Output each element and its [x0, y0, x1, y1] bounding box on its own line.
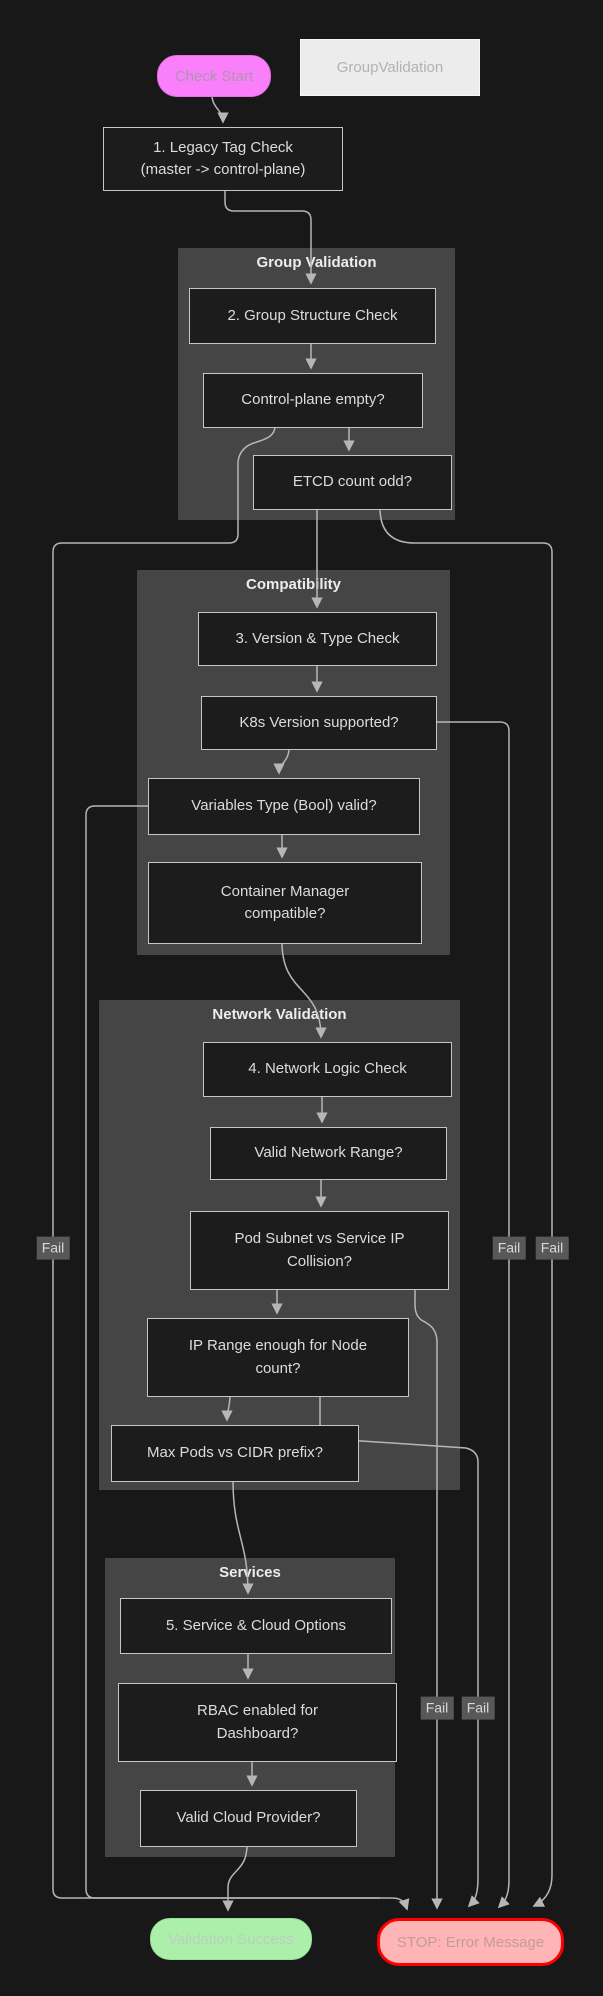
- node-label: 1. Legacy Tag Check: [153, 138, 293, 156]
- success-label: Validation Success: [168, 1930, 294, 1948]
- node-label: IP Range enough for Node: [188, 1337, 368, 1354]
- node-label: K8s Version supported?: [239, 713, 399, 731]
- flow-node-network-logic-check: 4. Network Logic Check: [203, 1042, 452, 1097]
- flow-node-variables-type-valid: Variables Type (Bool) valid?: [148, 778, 420, 835]
- start-label: Check Start: [174, 67, 254, 85]
- stop-pill: STOP: Error Message: [377, 1918, 564, 1966]
- node-label: ETCD count odd?: [292, 473, 413, 491]
- flow-node-valid-cloud-provider: Valid Cloud Provider?: [140, 1790, 357, 1847]
- flow-node-etcd-count-odd: ETCD count odd?: [253, 455, 452, 510]
- flow-node-version-type-check: 3. Version & Type Check: [198, 612, 437, 666]
- legend-node: GroupValidation: [300, 39, 480, 96]
- start-pill: Check Start: [157, 55, 271, 97]
- node-label: Valid Network Range?: [254, 1144, 403, 1162]
- stop-label: STOP: Error Message: [396, 1933, 545, 1951]
- node-label: compatible?: [244, 905, 326, 922]
- edge-label-fail-podsubnet: Fail: [420, 1696, 454, 1720]
- flow-node-ip-range-enough: IP Range enough for Node count?: [147, 1318, 409, 1397]
- flow-node-legacy-tag-check: 1. Legacy Tag Check (master -> control-p…: [103, 127, 343, 191]
- legend-label: GroupValidation: [336, 59, 444, 76]
- node-label: Valid Cloud Provider?: [176, 1809, 321, 1827]
- flow-node-pod-subnet-collision: Pod Subnet vs Service IP Collision?: [190, 1211, 449, 1290]
- node-label: count?: [255, 1359, 301, 1377]
- node-label: Pod Subnet vs Service IP: [234, 1230, 405, 1247]
- edge-label-fail-etcd: Fail: [535, 1236, 569, 1260]
- flow-node-group-structure-check: 2. Group Structure Check: [189, 288, 436, 344]
- flow-node-max-pods-cidr: Max Pods vs CIDR prefix?: [111, 1425, 359, 1482]
- node-label: Container Manager: [220, 882, 350, 900]
- node-label: Dashboard?: [216, 1724, 299, 1742]
- node-label: RBAC enabled for: [197, 1702, 318, 1719]
- node-label: 5. Service & Cloud Options: [165, 1616, 347, 1634]
- flow-node-container-manager-compatible: Container Manager compatible?: [148, 862, 422, 944]
- edge-label-fail-k8s: Fail: [492, 1236, 526, 1260]
- subgraph-title: Group Validation: [256, 254, 377, 271]
- flow-node-valid-network-range: Valid Network Range?: [210, 1127, 447, 1180]
- edge-label-fail-iprange: Fail: [461, 1696, 495, 1720]
- flow-node-control-plane-empty: Control-plane empty?: [203, 373, 423, 428]
- flow-node-rbac-enabled: RBAC enabled for Dashboard?: [118, 1683, 397, 1762]
- flow-node-service-cloud-options: 5. Service & Cloud Options: [120, 1598, 392, 1654]
- node-label: (master -> control-plane): [140, 161, 306, 178]
- node-label: Max Pods vs CIDR prefix?: [147, 1444, 323, 1462]
- flow-node-k8s-version-supported: K8s Version supported?: [201, 696, 437, 750]
- subgraph-title: Network Validation: [212, 1006, 347, 1023]
- node-label: 2. Group Structure Check: [227, 306, 398, 324]
- subgraph-title: Services: [219, 1564, 281, 1581]
- success-pill: Validation Success: [150, 1918, 312, 1960]
- edge-start-legacy: [211, 94, 229, 124]
- edge-label-fail-controlplane: Fail: [36, 1236, 70, 1260]
- node-label: Collision?: [286, 1252, 353, 1270]
- node-label: 4. Network Logic Check: [248, 1060, 407, 1078]
- node-label: Variables Type (Bool) valid?: [191, 797, 377, 815]
- subgraph-title: Compatibility: [245, 576, 341, 593]
- node-label: 3. Version & Type Check: [235, 629, 400, 647]
- node-label: Control-plane empty?: [241, 391, 385, 409]
